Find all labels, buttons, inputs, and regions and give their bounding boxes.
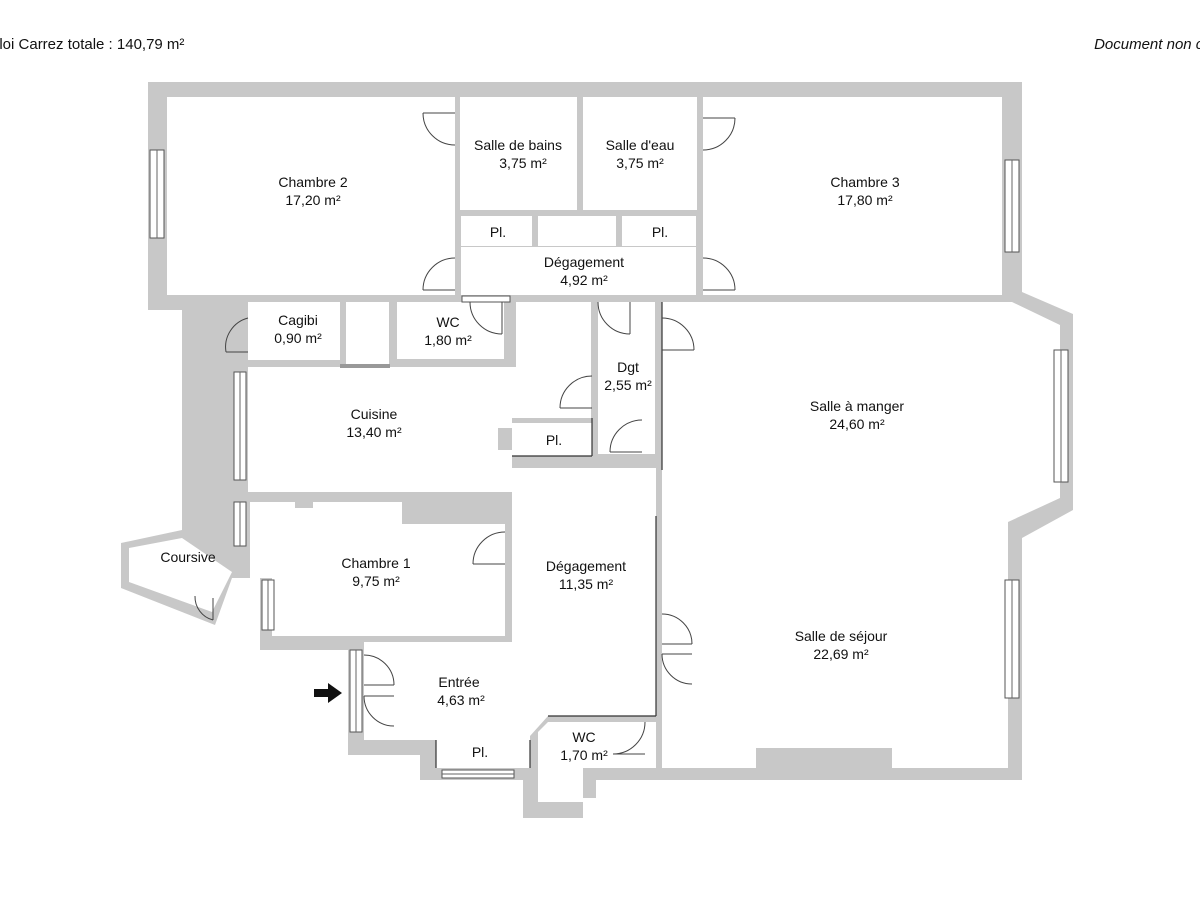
room-area-degagement-bas: 11,35 m² bbox=[559, 576, 614, 592]
room-area-chambre-3: 17,80 m² bbox=[837, 192, 893, 208]
interior-walls bbox=[295, 364, 892, 770]
entrance-arrow-icon bbox=[314, 683, 342, 703]
room-area-salle-de-sejour: 22,69 m² bbox=[813, 646, 869, 662]
total-area-caption: cie loi Carrez totale : 140,79 m² bbox=[0, 36, 185, 53]
room-labels: Chambre 2 17,20 m² Salle de bains 3,75 m… bbox=[160, 137, 904, 763]
room-area-degagement-haut: 4,92 m² bbox=[560, 272, 608, 288]
room-floors bbox=[129, 97, 1060, 802]
room-area-salle-de-bains: 3,75 m² bbox=[499, 155, 547, 171]
windows bbox=[149, 149, 1069, 779]
room-name-placard-3: Pl. bbox=[546, 432, 562, 448]
room-area-chambre-2: 17,20 m² bbox=[285, 192, 341, 208]
room-area-cuisine: 13,40 m² bbox=[346, 424, 402, 440]
room-name-degagement-bas: Dégagement bbox=[546, 558, 626, 574]
partition-lines bbox=[435, 302, 663, 768]
room-name-dgt: Dgt bbox=[617, 359, 639, 375]
room-name-wc-haut: WC bbox=[436, 314, 459, 330]
room-name-degagement-haut: Dégagement bbox=[544, 254, 624, 270]
door-swings bbox=[194, 112, 736, 755]
room-name-entree: Entrée bbox=[438, 674, 479, 690]
room-name-cagibi: Cagibi bbox=[278, 312, 318, 328]
room-name-chambre-2: Chambre 2 bbox=[278, 174, 347, 190]
room-area-salle-a-manger: 24,60 m² bbox=[829, 416, 885, 432]
room-name-placard-4: Pl. bbox=[472, 744, 488, 760]
room-area-salle-d-eau: 3,75 m² bbox=[616, 155, 664, 171]
room-name-wc-bas: WC bbox=[572, 729, 595, 745]
room-name-salle-d-eau: Salle d'eau bbox=[606, 137, 675, 153]
room-name-chambre-1: Chambre 1 bbox=[341, 555, 410, 571]
room-area-entree: 4,63 m² bbox=[437, 692, 485, 708]
room-name-cuisine: Cuisine bbox=[351, 406, 398, 422]
room-name-salle-de-bains: Salle de bains bbox=[474, 137, 562, 153]
room-area-dgt: 2,55 m² bbox=[604, 377, 652, 393]
room-area-wc-haut: 1,80 m² bbox=[424, 332, 472, 348]
room-name-coursive: Coursive bbox=[160, 549, 215, 565]
room-area-wc-bas: 1,70 m² bbox=[560, 747, 608, 763]
room-area-cagibi: 0,90 m² bbox=[274, 330, 322, 346]
room-name-salle-de-sejour: Salle de séjour bbox=[795, 628, 888, 644]
room-name-placard-2: Pl. bbox=[652, 224, 668, 240]
room-name-placard-1: Pl. bbox=[490, 224, 506, 240]
room-name-salle-a-manger: Salle à manger bbox=[810, 398, 905, 414]
room-name-chambre-3: Chambre 3 bbox=[830, 174, 899, 190]
disclaimer-caption: Document non con bbox=[1094, 36, 1200, 53]
room-area-chambre-1: 9,75 m² bbox=[352, 573, 400, 589]
